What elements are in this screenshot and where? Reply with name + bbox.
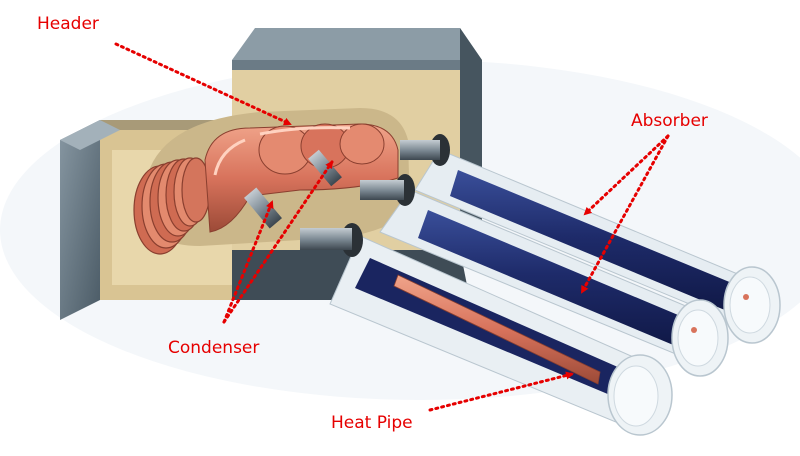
absorber-label: Absorber xyxy=(631,111,708,131)
heat-pipe-arrow xyxy=(428,371,574,412)
condenser-arrow-1 xyxy=(222,200,274,324)
annotation-arrows xyxy=(114,42,670,412)
condenser-label: Condenser xyxy=(168,338,260,358)
copper-header xyxy=(133,123,399,255)
absorber-arrow-1 xyxy=(583,134,670,216)
condenser-stubs xyxy=(244,149,342,229)
evacuated-tube-front xyxy=(300,223,673,436)
header-arrow xyxy=(114,42,292,126)
absorber-arrow-2 xyxy=(580,134,670,294)
header-label: Header xyxy=(37,14,99,34)
condenser-arrow-2 xyxy=(222,160,334,324)
heat-pipe-label: Heat Pipe xyxy=(331,413,413,433)
evacuated-tube-back xyxy=(400,134,781,344)
evacuated-tube-middle xyxy=(360,174,729,377)
coil xyxy=(133,157,211,255)
